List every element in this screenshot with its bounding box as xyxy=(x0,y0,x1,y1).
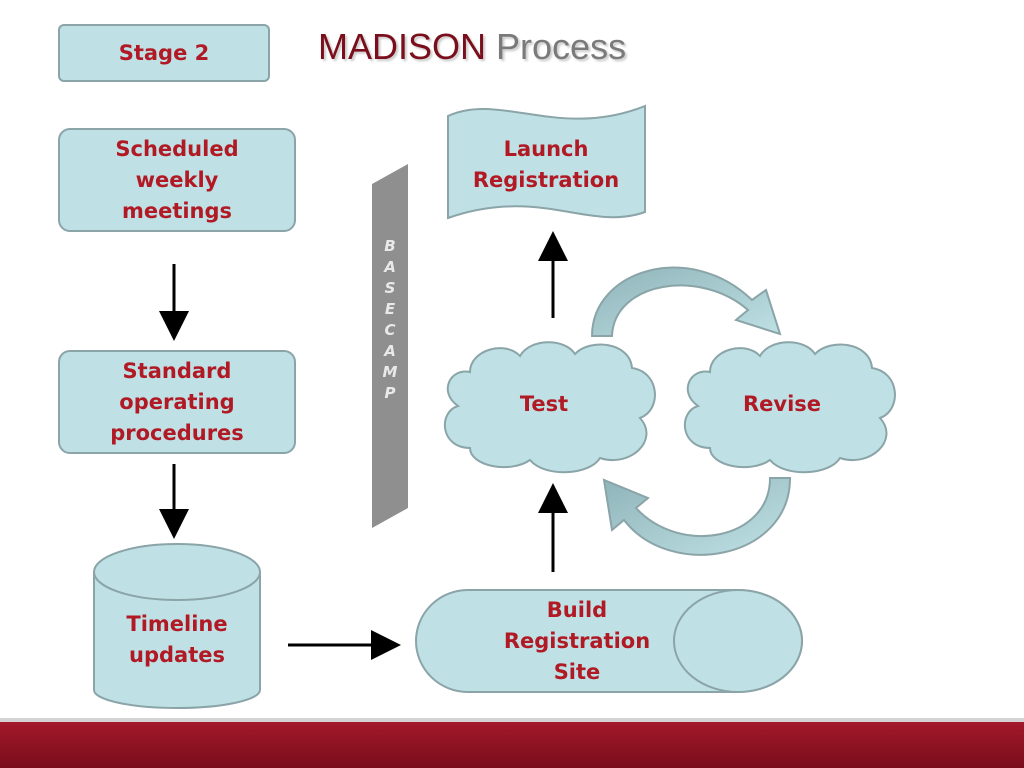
timeline-cylinder xyxy=(93,543,261,709)
basecamp-letter: C xyxy=(384,321,396,339)
scheduled-meetings-label: Scheduled weekly meetings xyxy=(115,136,239,223)
basecamp-letter: S xyxy=(384,279,396,297)
basecamp-letter: A xyxy=(384,342,396,360)
basecamp-letter: A xyxy=(384,258,396,276)
stage-badge: Stage 2 xyxy=(58,24,270,82)
test-label: Test xyxy=(519,392,569,416)
basecamp-letter: E xyxy=(384,300,396,318)
build-registration-shape xyxy=(415,589,803,693)
stage-label: Stage 2 xyxy=(118,40,210,65)
title-madison: MADISON xyxy=(318,26,487,67)
basecamp-letter: M xyxy=(382,363,398,381)
basecamp-bar xyxy=(372,164,408,528)
timeline-label: Timeline updates xyxy=(126,612,228,667)
scheduled-meetings-box: Scheduled weekly meetings xyxy=(58,128,296,232)
page-title: MADISON Process xyxy=(318,26,626,68)
build-registration-label: Build Registration Site xyxy=(503,598,651,684)
title-process: Process xyxy=(496,26,627,67)
launch-registration-label: Launch Registration xyxy=(472,137,620,192)
basecamp-letter: P xyxy=(384,384,396,402)
basecamp-letter: B xyxy=(384,237,396,255)
revise-label: Revise xyxy=(742,392,822,416)
standard-procedures-box: Standard operating procedures xyxy=(58,350,296,454)
curved-arrow-revise-to-test xyxy=(602,477,792,556)
standard-procedures-label: Standard operating procedures xyxy=(110,358,244,445)
revise-cloud xyxy=(683,341,896,474)
footer-bar xyxy=(0,722,1024,768)
curved-arrow-test-to-revise xyxy=(590,266,782,337)
launch-registration-shape xyxy=(447,104,646,220)
basecamp-label: B A S E C A M P xyxy=(372,236,408,404)
test-cloud xyxy=(443,341,656,474)
footer-divider xyxy=(0,718,1024,722)
